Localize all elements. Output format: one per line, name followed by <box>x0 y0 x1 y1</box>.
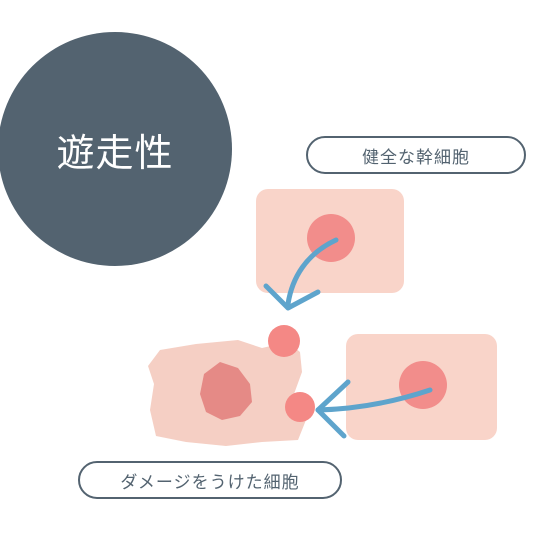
damaged-cell-label: ダメージをうけた細胞 <box>78 461 342 499</box>
page-title: 遊走性 <box>56 130 174 175</box>
migrating-stem-cell-upper <box>268 325 300 357</box>
healthy-stem-cell-right-nucleus <box>399 361 447 409</box>
curved-arrow-icon <box>263 237 339 311</box>
migrating-stem-cell-lower <box>285 392 315 422</box>
damaged-cell-nucleus <box>200 362 252 420</box>
curved-arrow-icon <box>315 379 433 439</box>
healthy-stem-cell-label: 健全な幹細胞 <box>306 136 526 174</box>
title-circle: 遊走性 <box>0 32 232 266</box>
